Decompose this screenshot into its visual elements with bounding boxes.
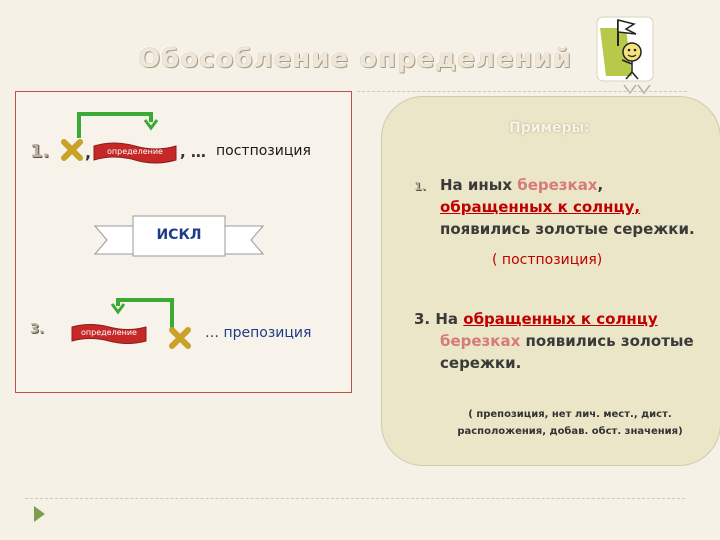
page-title: Обособление определений [138, 44, 572, 74]
example-1: На иных березках, обращенных к солнцу, п… [440, 174, 715, 240]
example-number: 1. [414, 180, 426, 193]
definition-banner: определение [92, 140, 178, 166]
ex1-highlight: березках [517, 176, 598, 194]
exception-label: ИСКЛ [156, 227, 202, 243]
preposition-label: … препозиция [205, 325, 312, 341]
bracket-arrow-bottom [110, 292, 182, 336]
divider [357, 91, 687, 92]
comma-ellipsis: , … [180, 143, 206, 161]
definition-banner: определение [70, 322, 148, 346]
exception-ribbon: ИСКЛ [93, 212, 265, 260]
banner-label: определение [81, 328, 137, 337]
ex1-text: На иных [440, 176, 518, 194]
ex3-text-end: сережки. [440, 354, 522, 372]
ex3-note: ( препозиция, нет лич. мест., дист. расп… [430, 406, 710, 440]
examples-heading: Примеры: [509, 120, 590, 136]
mascot-flag-icon [596, 16, 654, 82]
comma: , [85, 143, 92, 162]
ex3-participle: обращенных к солнцу [463, 310, 658, 328]
ex1-note: ( постпозиция) [492, 252, 603, 268]
postposition-label: постпозиция [216, 143, 311, 159]
ex3-text-mid: появились золотые [520, 332, 694, 350]
next-slide-arrow-icon[interactable] [34, 506, 45, 522]
cross-icon [60, 138, 84, 166]
ex1-text-end: появились золотые сережки. [440, 220, 695, 238]
item-number: 1. [30, 141, 50, 162]
ex3-note-line1: ( препозиция, нет лич. мест., дист. [468, 409, 672, 420]
divider [25, 498, 685, 499]
cross-icon [168, 326, 192, 354]
examples-panel [381, 96, 720, 466]
ex3-highlight: березках [440, 332, 521, 350]
ex3-text: 3. На [414, 310, 464, 328]
decor-arrows-icon [622, 80, 652, 95]
banner-label: определение [107, 147, 163, 156]
ex3-note-line2: расположения, добав. обст. значения) [457, 426, 683, 437]
ex1-participle: обращенных к солнцу, [440, 198, 641, 216]
bracket-arrow-top [75, 110, 165, 146]
item-number: 3. [30, 322, 44, 337]
ex1-comma: , [597, 176, 604, 194]
example-3: 3. На обращенных к солнцу березках появи… [414, 308, 714, 374]
